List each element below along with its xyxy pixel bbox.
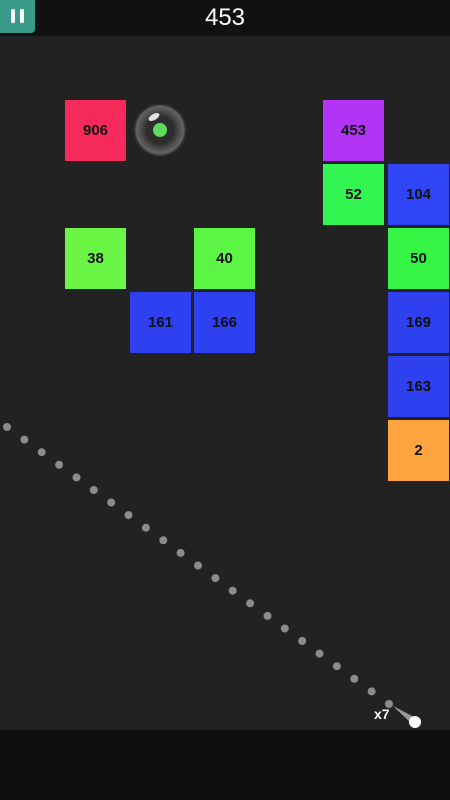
- brick: 161: [130, 292, 191, 353]
- bubble-shine: [147, 111, 161, 123]
- brick: 38: [65, 228, 126, 289]
- aim-dot: [246, 599, 255, 608]
- aim-dot: [176, 548, 185, 557]
- brick: 453: [323, 100, 384, 161]
- aim-dot: [194, 561, 202, 570]
- aim-dot: [107, 498, 116, 507]
- top-bar: [0, 0, 450, 36]
- aim-dot: [3, 423, 11, 431]
- extra-ball-bubble-icon: [136, 106, 184, 154]
- aim-dot: [350, 674, 359, 683]
- aim-dot: [367, 687, 376, 696]
- launcher-aim-wedge: [393, 706, 414, 724]
- brick: 50: [388, 228, 449, 289]
- aim-dot: [37, 448, 46, 457]
- brick: 169: [388, 292, 449, 353]
- aim-dot: [89, 486, 98, 494]
- brick: 166: [194, 292, 255, 353]
- aim-dot: [315, 649, 324, 658]
- pause-icon: [11, 9, 15, 23]
- brick: 104: [388, 164, 449, 225]
- brick: 40: [194, 228, 255, 289]
- bottom-bar: [0, 730, 450, 800]
- brick: 52: [323, 164, 384, 225]
- pause-button[interactable]: [0, 0, 35, 33]
- aim-dot: [124, 511, 133, 520]
- aim-dot: [228, 586, 237, 595]
- aim-dot: [159, 536, 168, 545]
- aim-dot: [20, 435, 29, 444]
- aim-dot: [263, 611, 272, 620]
- aim-dot: [332, 662, 341, 671]
- extra-ball-core: [153, 123, 167, 137]
- aim-dot: [141, 523, 150, 532]
- score-display: 453: [204, 4, 246, 31]
- ball-count-label: x7: [374, 706, 390, 722]
- brick: 906: [65, 100, 126, 161]
- launcher-ball[interactable]: [409, 716, 421, 728]
- aim-dot: [72, 473, 81, 482]
- pause-icon: [20, 9, 24, 23]
- brick: 163: [388, 356, 449, 417]
- aim-dot: [280, 624, 289, 633]
- aim-dot: [55, 460, 64, 469]
- brick: 2: [388, 420, 449, 481]
- aim-dot: [298, 637, 307, 645]
- aim-dot: [211, 574, 220, 583]
